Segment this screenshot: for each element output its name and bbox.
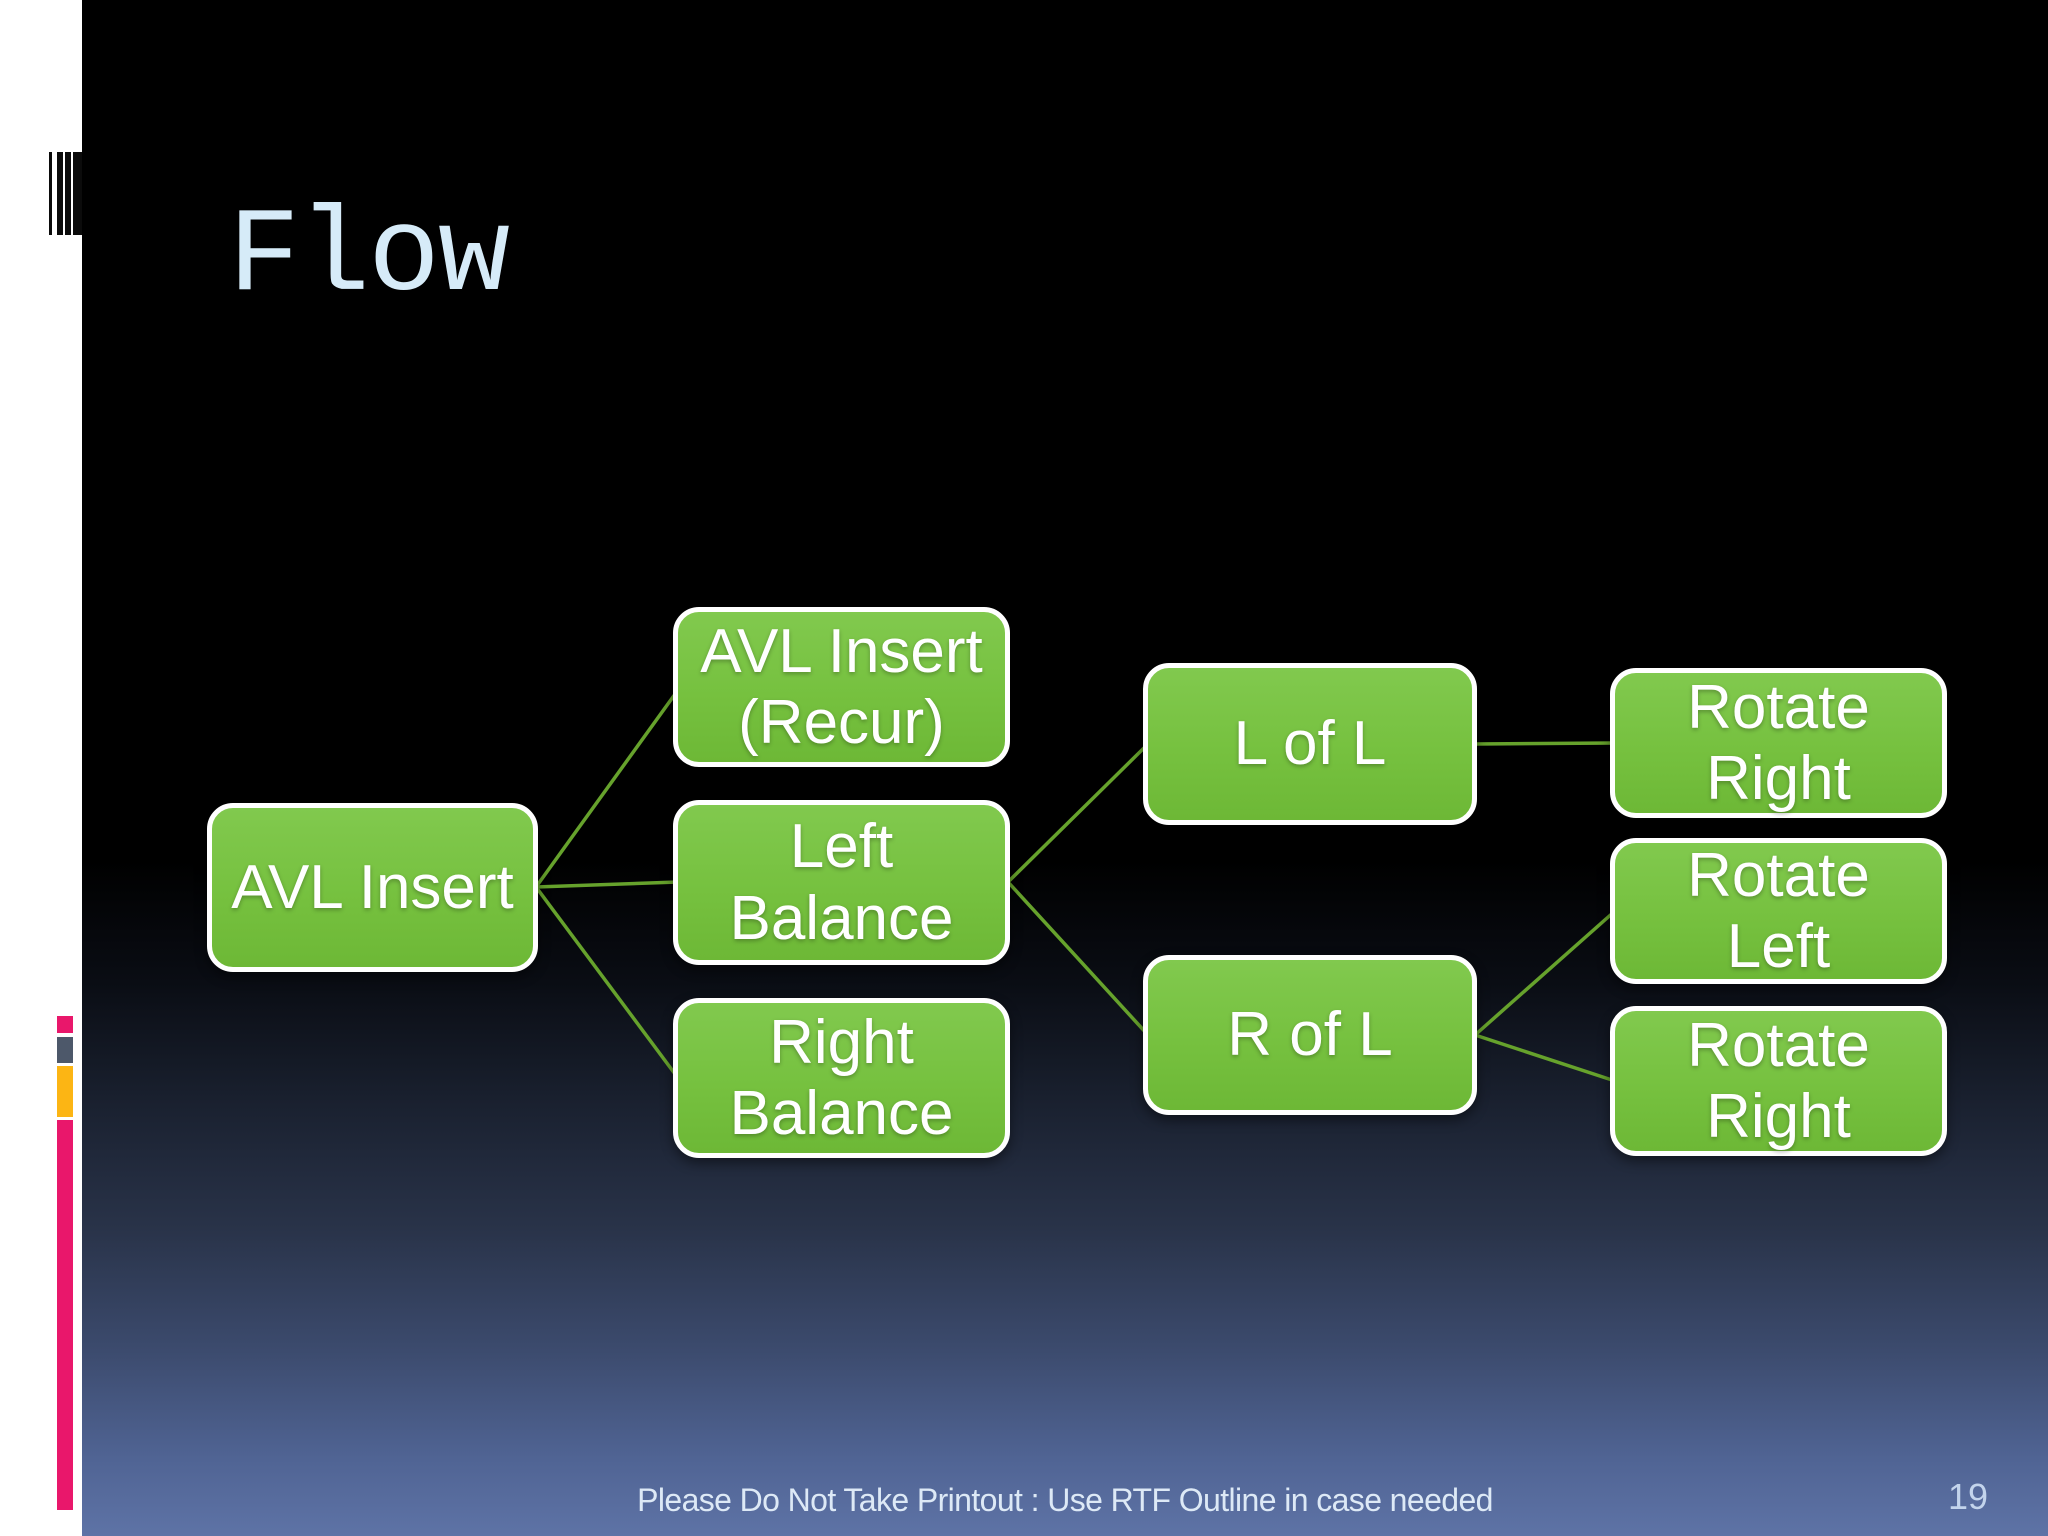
node-rotate-right-top: Rotate Right	[1610, 668, 1947, 818]
node-avl-insert-recur: AVL Insert (Recur)	[673, 607, 1010, 767]
node-label: Left Balance	[729, 812, 954, 953]
node-r-of-l: R of L	[1143, 955, 1477, 1115]
node-label: Rotate Left	[1687, 840, 1870, 981]
connector-line	[1474, 1033, 1616, 1083]
node-label: Rotate Right	[1687, 672, 1870, 813]
accent-gray-square	[57, 1037, 73, 1063]
connector-line	[1473, 909, 1617, 1037]
barcode-bar	[49, 152, 52, 235]
node-label: AVL Insert (Recur)	[700, 616, 983, 757]
accent-pink-square	[57, 1016, 73, 1033]
connector-line	[1474, 741, 1616, 746]
connector-line	[535, 880, 679, 889]
node-label: Right Balance	[729, 1007, 954, 1148]
accent-pink-bar	[57, 1120, 73, 1510]
barcode-bar	[65, 152, 71, 235]
node-rotate-right-bottom: Rotate Right	[1610, 1006, 1947, 1156]
node-right-balance: Right Balance	[673, 998, 1010, 1158]
connector-line	[1006, 880, 1150, 1037]
node-left-balance: Left Balance	[673, 800, 1010, 965]
node-label: L of L	[1233, 709, 1387, 779]
node-label: R of L	[1227, 1000, 1393, 1070]
accent-orange-bar	[57, 1066, 73, 1117]
connector-line	[1006, 742, 1150, 884]
page-title: Flow	[228, 190, 510, 327]
page-number: 19	[1947, 1476, 1988, 1517]
barcode-icon	[49, 152, 82, 235]
left-white-rail	[0, 0, 82, 1536]
connector-line	[534, 885, 680, 1080]
connector-line	[534, 688, 680, 889]
node-l-of-l: L of L	[1143, 663, 1477, 825]
footer-note: Please Do Not Take Printout : Use RTF Ou…	[637, 1482, 1493, 1518]
node-label: Rotate Right	[1687, 1010, 1870, 1151]
barcode-bar	[57, 152, 63, 235]
node-rotate-left: Rotate Left	[1610, 838, 1947, 984]
node-label: AVL Insert	[231, 852, 514, 922]
node-avl-insert: AVL Insert	[207, 803, 538, 972]
barcode-bar	[73, 152, 82, 235]
